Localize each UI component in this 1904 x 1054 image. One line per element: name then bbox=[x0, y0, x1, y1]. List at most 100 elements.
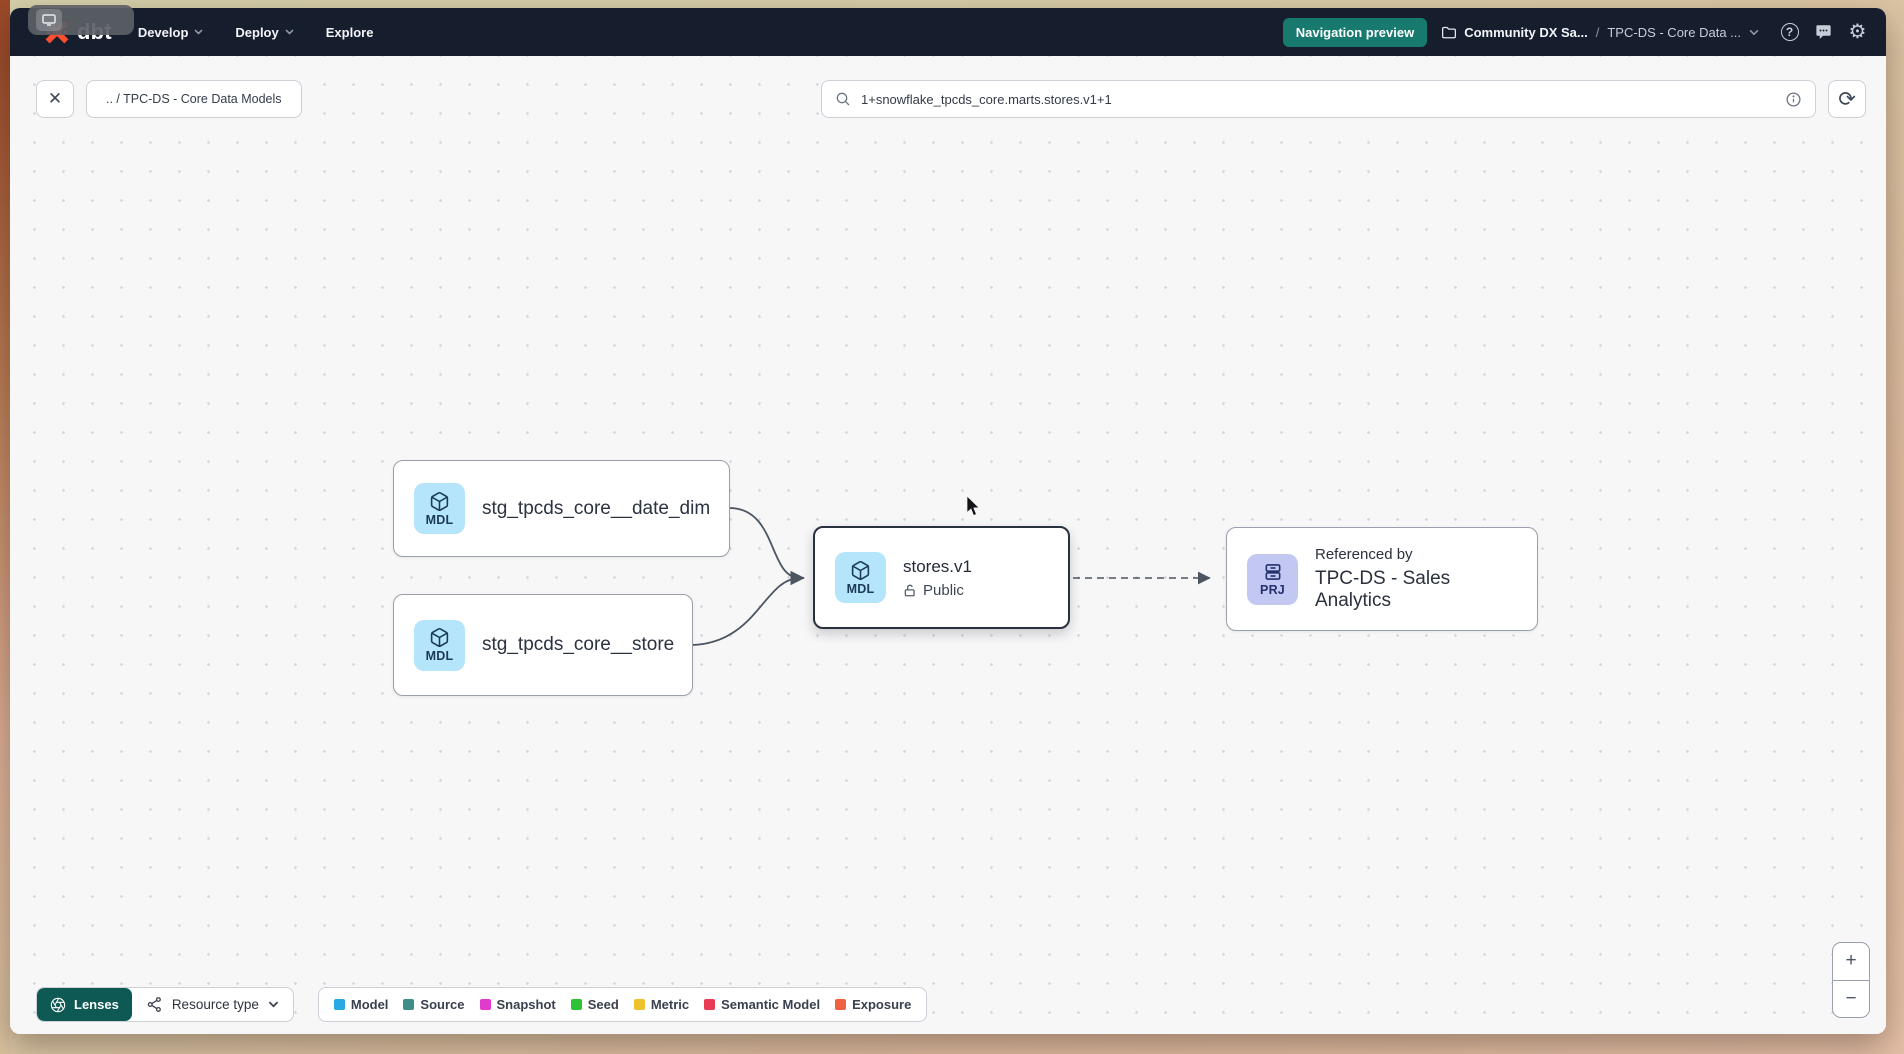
lock-open-icon bbox=[904, 584, 915, 596]
feedback-icon[interactable] bbox=[1813, 22, 1834, 43]
legend-swatch bbox=[333, 999, 345, 1010]
breadcrumb-account[interactable]: Community DX Sa... bbox=[1441, 25, 1588, 40]
nav-item-explore[interactable]: Explore bbox=[326, 25, 374, 40]
project-tile: PRJ bbox=[1247, 553, 1298, 605]
nav-item-deploy[interactable]: Deploy bbox=[235, 24, 294, 40]
tile-badge: MDL bbox=[425, 649, 454, 663]
nav-right: Navigation preview Community DX Sa... / … bbox=[1282, 17, 1868, 47]
info-icon[interactable] bbox=[1785, 91, 1802, 108]
legend-swatch bbox=[633, 999, 645, 1010]
footer-controls: Lenses Resource type Model Source Snapsh… bbox=[36, 987, 928, 1022]
lenses-button[interactable]: Lenses bbox=[37, 988, 132, 1021]
legend-item-source: Source bbox=[403, 997, 465, 1012]
tile-badge: MDL bbox=[425, 512, 454, 527]
tile-badge: PRJ bbox=[1260, 582, 1285, 597]
nav-item-label: Explore bbox=[325, 24, 374, 40]
chevron-down-icon bbox=[194, 29, 203, 35]
model-tile: MDL bbox=[414, 483, 465, 534]
lineage-path-chip[interactable]: .. / TPC-DS - Core Data Models bbox=[86, 80, 302, 118]
navigation-preview-badge[interactable]: Navigation preview bbox=[1282, 17, 1428, 47]
app-window: dbt Develop Deploy Explore Navigation pr… bbox=[10, 8, 1886, 1034]
nav-icon-group: ? ⚙ bbox=[1779, 22, 1868, 43]
node-access: Public bbox=[903, 582, 972, 599]
refresh-lineage-button[interactable]: ⟳ bbox=[1828, 80, 1866, 118]
drawers-icon bbox=[1265, 563, 1280, 580]
node-access-label: Public bbox=[923, 581, 964, 599]
cube-icon bbox=[851, 560, 870, 580]
top-navbar: dbt Develop Deploy Explore Navigation pr… bbox=[10, 8, 1886, 56]
tile-badge: MDL bbox=[846, 581, 875, 596]
screen-share-indicator bbox=[28, 5, 134, 35]
settings-gear-icon[interactable]: ⚙ bbox=[1847, 22, 1868, 43]
help-glyph: ? bbox=[1780, 23, 1799, 41]
legend-swatch bbox=[570, 999, 582, 1010]
zoom-controls: + − bbox=[1832, 942, 1870, 1018]
nav-menus: Develop Deploy Explore bbox=[138, 25, 374, 40]
gear-glyph: ⚙ bbox=[1848, 21, 1867, 43]
nav-item-label: Develop bbox=[137, 24, 189, 40]
breadcrumb-account-label: Community DX Sa... bbox=[1464, 24, 1588, 40]
resource-type-legend: Model Source Snapshot Seed Metric Semant… bbox=[317, 987, 928, 1022]
selector-input[interactable] bbox=[861, 91, 1775, 107]
legend-item-snapshot: Snapshot bbox=[479, 997, 556, 1012]
legend-label: Metric bbox=[650, 997, 690, 1012]
resource-graph-icon bbox=[147, 997, 161, 1012]
legend-item-model: Model bbox=[333, 997, 389, 1012]
model-tile: MDL bbox=[414, 619, 465, 671]
legend-label: Model bbox=[350, 997, 389, 1012]
cube-icon bbox=[430, 491, 449, 511]
legend-swatch bbox=[835, 999, 847, 1010]
model-tile: MDL bbox=[835, 552, 886, 603]
lenses-label: Lenses bbox=[74, 997, 119, 1012]
mouse-cursor bbox=[966, 496, 980, 516]
lineage-canvas[interactable]: ✕ .. / TPC-DS - Core Data Models ⟳ MDL s… bbox=[10, 56, 1886, 1034]
resource-type-dropdown[interactable]: Resource type bbox=[132, 988, 293, 1021]
node-title: stores.v1 bbox=[903, 556, 972, 576]
legend-label: Seed bbox=[587, 997, 619, 1012]
node-title: stg_tpcds_core__store bbox=[482, 634, 675, 655]
node-title: stg_tpcds_core__date_dim bbox=[482, 497, 711, 519]
node-stg-tpcds-core-store[interactable]: MDL stg_tpcds_core__store bbox=[393, 594, 693, 696]
breadcrumb-separator: / bbox=[1595, 24, 1600, 40]
edge-store-to-stores bbox=[692, 577, 801, 646]
zoom-out-button[interactable]: − bbox=[1845, 987, 1857, 1009]
lineage-selector-bar bbox=[821, 80, 1816, 118]
referenced-by-label: Referenced by bbox=[1315, 546, 1413, 563]
desktop-background bbox=[0, 0, 10, 1054]
breadcrumb-project[interactable]: TPC-DS - Core Data ... bbox=[1607, 24, 1741, 40]
close-icon: ✕ bbox=[47, 89, 63, 108]
legend-item-exposure: Exposure bbox=[835, 997, 911, 1012]
cube-icon bbox=[430, 627, 449, 648]
screen-share-icon bbox=[36, 9, 62, 31]
legend-swatch bbox=[403, 999, 415, 1010]
chevron-down-icon bbox=[268, 1001, 279, 1008]
legend-label: Snapshot bbox=[496, 997, 556, 1012]
search-icon bbox=[835, 91, 851, 107]
refresh-icon: ⟳ bbox=[1838, 87, 1856, 111]
lineage-path-label: .. / TPC-DS - Core Data Models bbox=[106, 92, 282, 106]
chevron-down-icon bbox=[285, 29, 294, 35]
close-lineage-button[interactable]: ✕ bbox=[36, 80, 74, 118]
legend-swatch bbox=[704, 999, 716, 1010]
lenses-group: Lenses Resource type bbox=[36, 987, 294, 1022]
aperture-icon bbox=[50, 997, 66, 1012]
resource-type-label: Resource type bbox=[171, 997, 259, 1012]
breadcrumb: Community DX Sa... / TPC-DS - Core Data … bbox=[1441, 25, 1759, 40]
node-referenced-by-project[interactable]: PRJ Referenced by TPC-DS - Sales Analyti… bbox=[1226, 527, 1538, 631]
node-stores-v1[interactable]: MDL stores.v1 Public bbox=[813, 526, 1070, 629]
nav-item-label: Deploy bbox=[235, 24, 279, 40]
legend-label: Exposure bbox=[852, 997, 912, 1012]
legend-label: Semantic Model bbox=[721, 997, 821, 1012]
legend-label: Source bbox=[420, 997, 465, 1012]
edge-date-dim-to-stores bbox=[729, 507, 801, 579]
zoom-in-button[interactable]: + bbox=[1833, 943, 1869, 981]
help-icon[interactable]: ? bbox=[1779, 22, 1800, 43]
legend-item-semantic-model: Semantic Model bbox=[704, 997, 820, 1012]
chevron-down-icon[interactable] bbox=[1749, 29, 1759, 36]
node-stg-tpcds-core-date-dim[interactable]: MDL stg_tpcds_core__date_dim bbox=[393, 460, 730, 557]
legend-item-metric: Metric bbox=[633, 997, 690, 1012]
legend-item-seed: Seed bbox=[570, 997, 619, 1012]
referencing-project-name: TPC-DS - Sales Analytics bbox=[1315, 568, 1451, 611]
nav-item-develop[interactable]: Develop bbox=[138, 25, 204, 40]
folder-icon bbox=[1442, 26, 1457, 39]
